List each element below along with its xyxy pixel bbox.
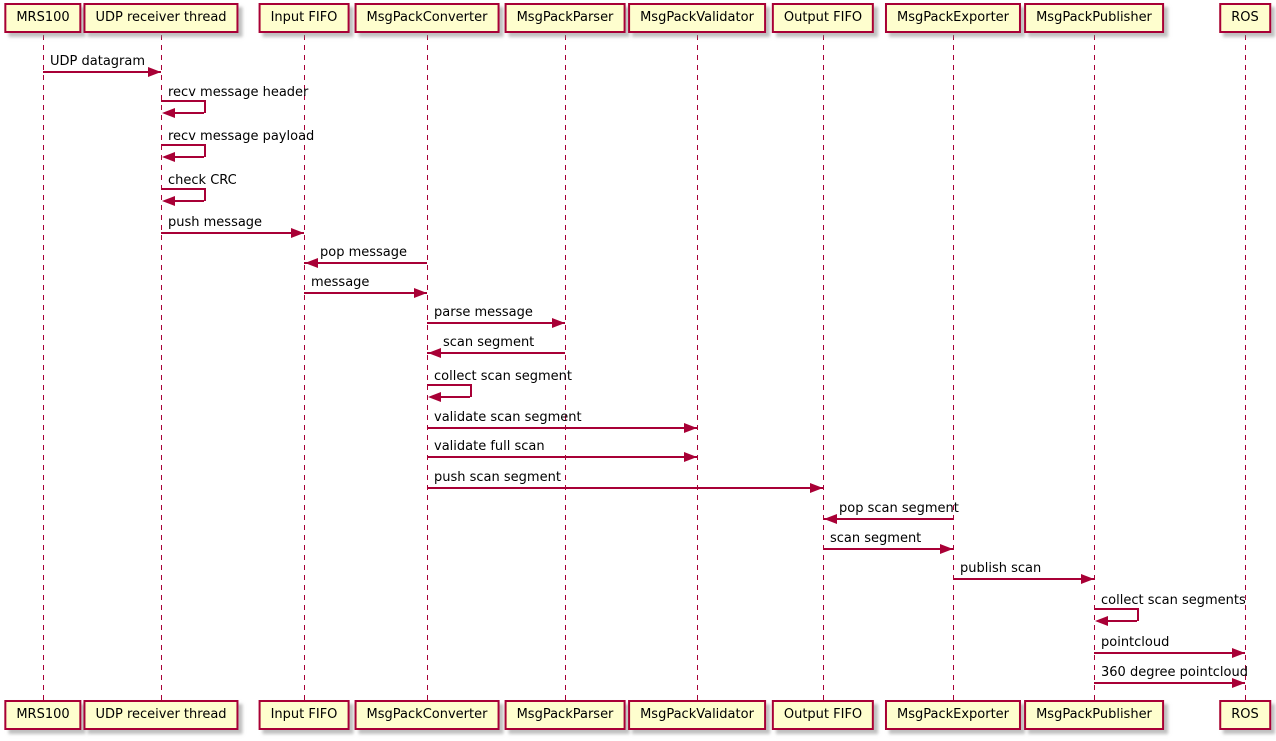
message-scan-segment-label: scan segment: [443, 335, 535, 350]
lifeline-output-fifo: [823, 35, 824, 700]
participant-bottom-msgpack-parser: MsgPackParser: [504, 700, 626, 730]
message-collect-scan-segments-label: collect scan segments: [1101, 593, 1246, 608]
lifeline-ros: [1245, 35, 1246, 700]
message-collect-scan-segments-arrowhead-icon: [1095, 616, 1108, 626]
message-pop-scan-segment-line: [823, 518, 953, 520]
participant-bottom-udp-receiver-thread: UDP receiver thread: [83, 700, 239, 730]
message-recv-message-payload-arrowhead-icon: [162, 152, 175, 162]
lifeline-msgpack-parser: [565, 35, 566, 700]
message-recv-message-header-arrowhead-icon: [162, 108, 175, 118]
message-pop-message-arrowhead-icon: [305, 258, 318, 268]
message-recv-message-header-label: recv message header: [168, 85, 309, 100]
message-collect-scan-segment-loop-top: [427, 384, 471, 386]
message-recv-message-payload-loop-bottom: [168, 156, 204, 158]
message-collect-scan-segment-loop-side: [470, 384, 472, 397]
message-scan-segment-arrowhead-icon: [940, 544, 953, 554]
message-check-crc-loop-bottom: [168, 200, 204, 202]
participant-bottom-mrs100: MRS100: [4, 700, 82, 730]
participant-top-udp-receiver-thread: UDP receiver thread: [83, 3, 239, 33]
lifeline-udp-receiver-thread: [161, 35, 162, 700]
message-push-scan-segment-arrowhead-icon: [810, 483, 823, 493]
message-360-degree-pointcloud-line: [1094, 682, 1245, 684]
message-publish-scan-label: publish scan: [960, 561, 1042, 576]
message-collect-scan-segment-label: collect scan segment: [434, 369, 572, 384]
message-recv-message-header-loop-side: [204, 100, 206, 113]
participant-top-msgpack-exporter: MsgPackExporter: [884, 3, 1022, 33]
message-pop-message-label: pop message: [320, 245, 408, 260]
participant-bottom-msgpack-publisher: MsgPackPublisher: [1024, 700, 1164, 730]
message-scan-segment-label: scan segment: [830, 531, 922, 546]
lifeline-msgpack-validator: [697, 35, 698, 700]
participant-top-ros: ROS: [1219, 3, 1271, 33]
participant-top-msgpack-validator: MsgPackValidator: [628, 3, 766, 33]
message-check-crc-loop-top: [161, 188, 205, 190]
message-validate-scan-segment-arrowhead-icon: [684, 423, 697, 433]
message-push-message-arrowhead-icon: [291, 228, 304, 238]
message-collect-scan-segment-loop-bottom: [434, 396, 470, 398]
message-collect-scan-segments-loop-side: [1137, 608, 1139, 621]
message-push-message-line: [161, 232, 304, 234]
message-scan-segment-line: [823, 548, 953, 550]
message-udp-datagram-arrowhead-icon: [148, 67, 161, 77]
participant-top-output-fifo: Output FIFO: [771, 3, 875, 33]
message-check-crc-arrowhead-icon: [162, 196, 175, 206]
participant-bottom-msgpack-converter: MsgPackConverter: [354, 700, 500, 730]
participant-bottom-input-fifo: Input FIFO: [258, 700, 350, 730]
lifeline-mrs100: [43, 35, 44, 700]
message-validate-scan-segment-line: [427, 427, 697, 429]
participant-top-mrs100: MRS100: [4, 3, 82, 33]
message-recv-message-payload-loop-top: [161, 144, 205, 146]
message-pointcloud-line: [1094, 652, 1245, 654]
message-message-line: [304, 292, 427, 294]
message-recv-message-header-loop-top: [161, 100, 205, 102]
message-pointcloud-label: pointcloud: [1101, 635, 1170, 650]
message-360-degree-pointcloud-arrowhead-icon: [1232, 678, 1245, 688]
message-validate-full-scan-line: [427, 456, 697, 458]
participant-bottom-output-fifo: Output FIFO: [771, 700, 875, 730]
message-check-crc-loop-side: [204, 188, 206, 201]
message-360-degree-pointcloud-label: 360 degree pointcloud: [1101, 665, 1248, 680]
message-udp-datagram-line: [43, 71, 161, 73]
message-validate-scan-segment-label: validate scan segment: [434, 410, 582, 425]
message-validate-full-scan-label: validate full scan: [434, 439, 545, 454]
message-parse-message-line: [427, 322, 565, 324]
lifeline-msgpack-exporter: [953, 35, 954, 700]
message-pop-scan-segment-label: pop scan segment: [839, 501, 959, 516]
message-validate-full-scan-arrowhead-icon: [684, 452, 697, 462]
message-scan-segment-arrowhead-icon: [428, 348, 441, 358]
message-push-message-label: push message: [168, 215, 263, 230]
message-message-label: message: [311, 275, 370, 290]
participant-bottom-msgpack-exporter: MsgPackExporter: [884, 700, 1022, 730]
message-parse-message-label: parse message: [434, 305, 533, 320]
message-push-scan-segment-line: [427, 487, 823, 489]
message-publish-scan-arrowhead-icon: [1081, 574, 1094, 584]
message-collect-scan-segments-loop-top: [1094, 608, 1138, 610]
participant-bottom-ros: ROS: [1219, 700, 1271, 730]
participant-top-msgpack-converter: MsgPackConverter: [354, 3, 500, 33]
message-collect-scan-segment-arrowhead-icon: [428, 392, 441, 402]
message-collect-scan-segments-loop-bottom: [1101, 620, 1137, 622]
lifeline-msgpack-publisher: [1094, 35, 1095, 700]
message-recv-message-payload-loop-side: [204, 144, 206, 157]
participant-bottom-msgpack-validator: MsgPackValidator: [628, 700, 766, 730]
message-recv-message-payload-label: recv message payload: [168, 129, 315, 144]
message-publish-scan-line: [953, 578, 1094, 580]
participant-top-input-fifo: Input FIFO: [258, 3, 350, 33]
message-recv-message-header-loop-bottom: [168, 112, 204, 114]
message-pointcloud-arrowhead-icon: [1232, 648, 1245, 658]
lifeline-msgpack-converter: [427, 35, 428, 700]
message-parse-message-arrowhead-icon: [552, 318, 565, 328]
message-message-arrowhead-icon: [414, 288, 427, 298]
message-scan-segment-line: [427, 352, 565, 354]
message-pop-message-line: [304, 262, 427, 264]
message-udp-datagram-label: UDP datagram: [50, 54, 146, 69]
message-pop-scan-segment-arrowhead-icon: [824, 514, 837, 524]
participant-top-msgpack-publisher: MsgPackPublisher: [1024, 3, 1164, 33]
message-push-scan-segment-label: push scan segment: [434, 470, 561, 485]
lifeline-input-fifo: [304, 35, 305, 700]
message-check-crc-label: check CRC: [168, 173, 237, 188]
participant-top-msgpack-parser: MsgPackParser: [504, 3, 626, 33]
